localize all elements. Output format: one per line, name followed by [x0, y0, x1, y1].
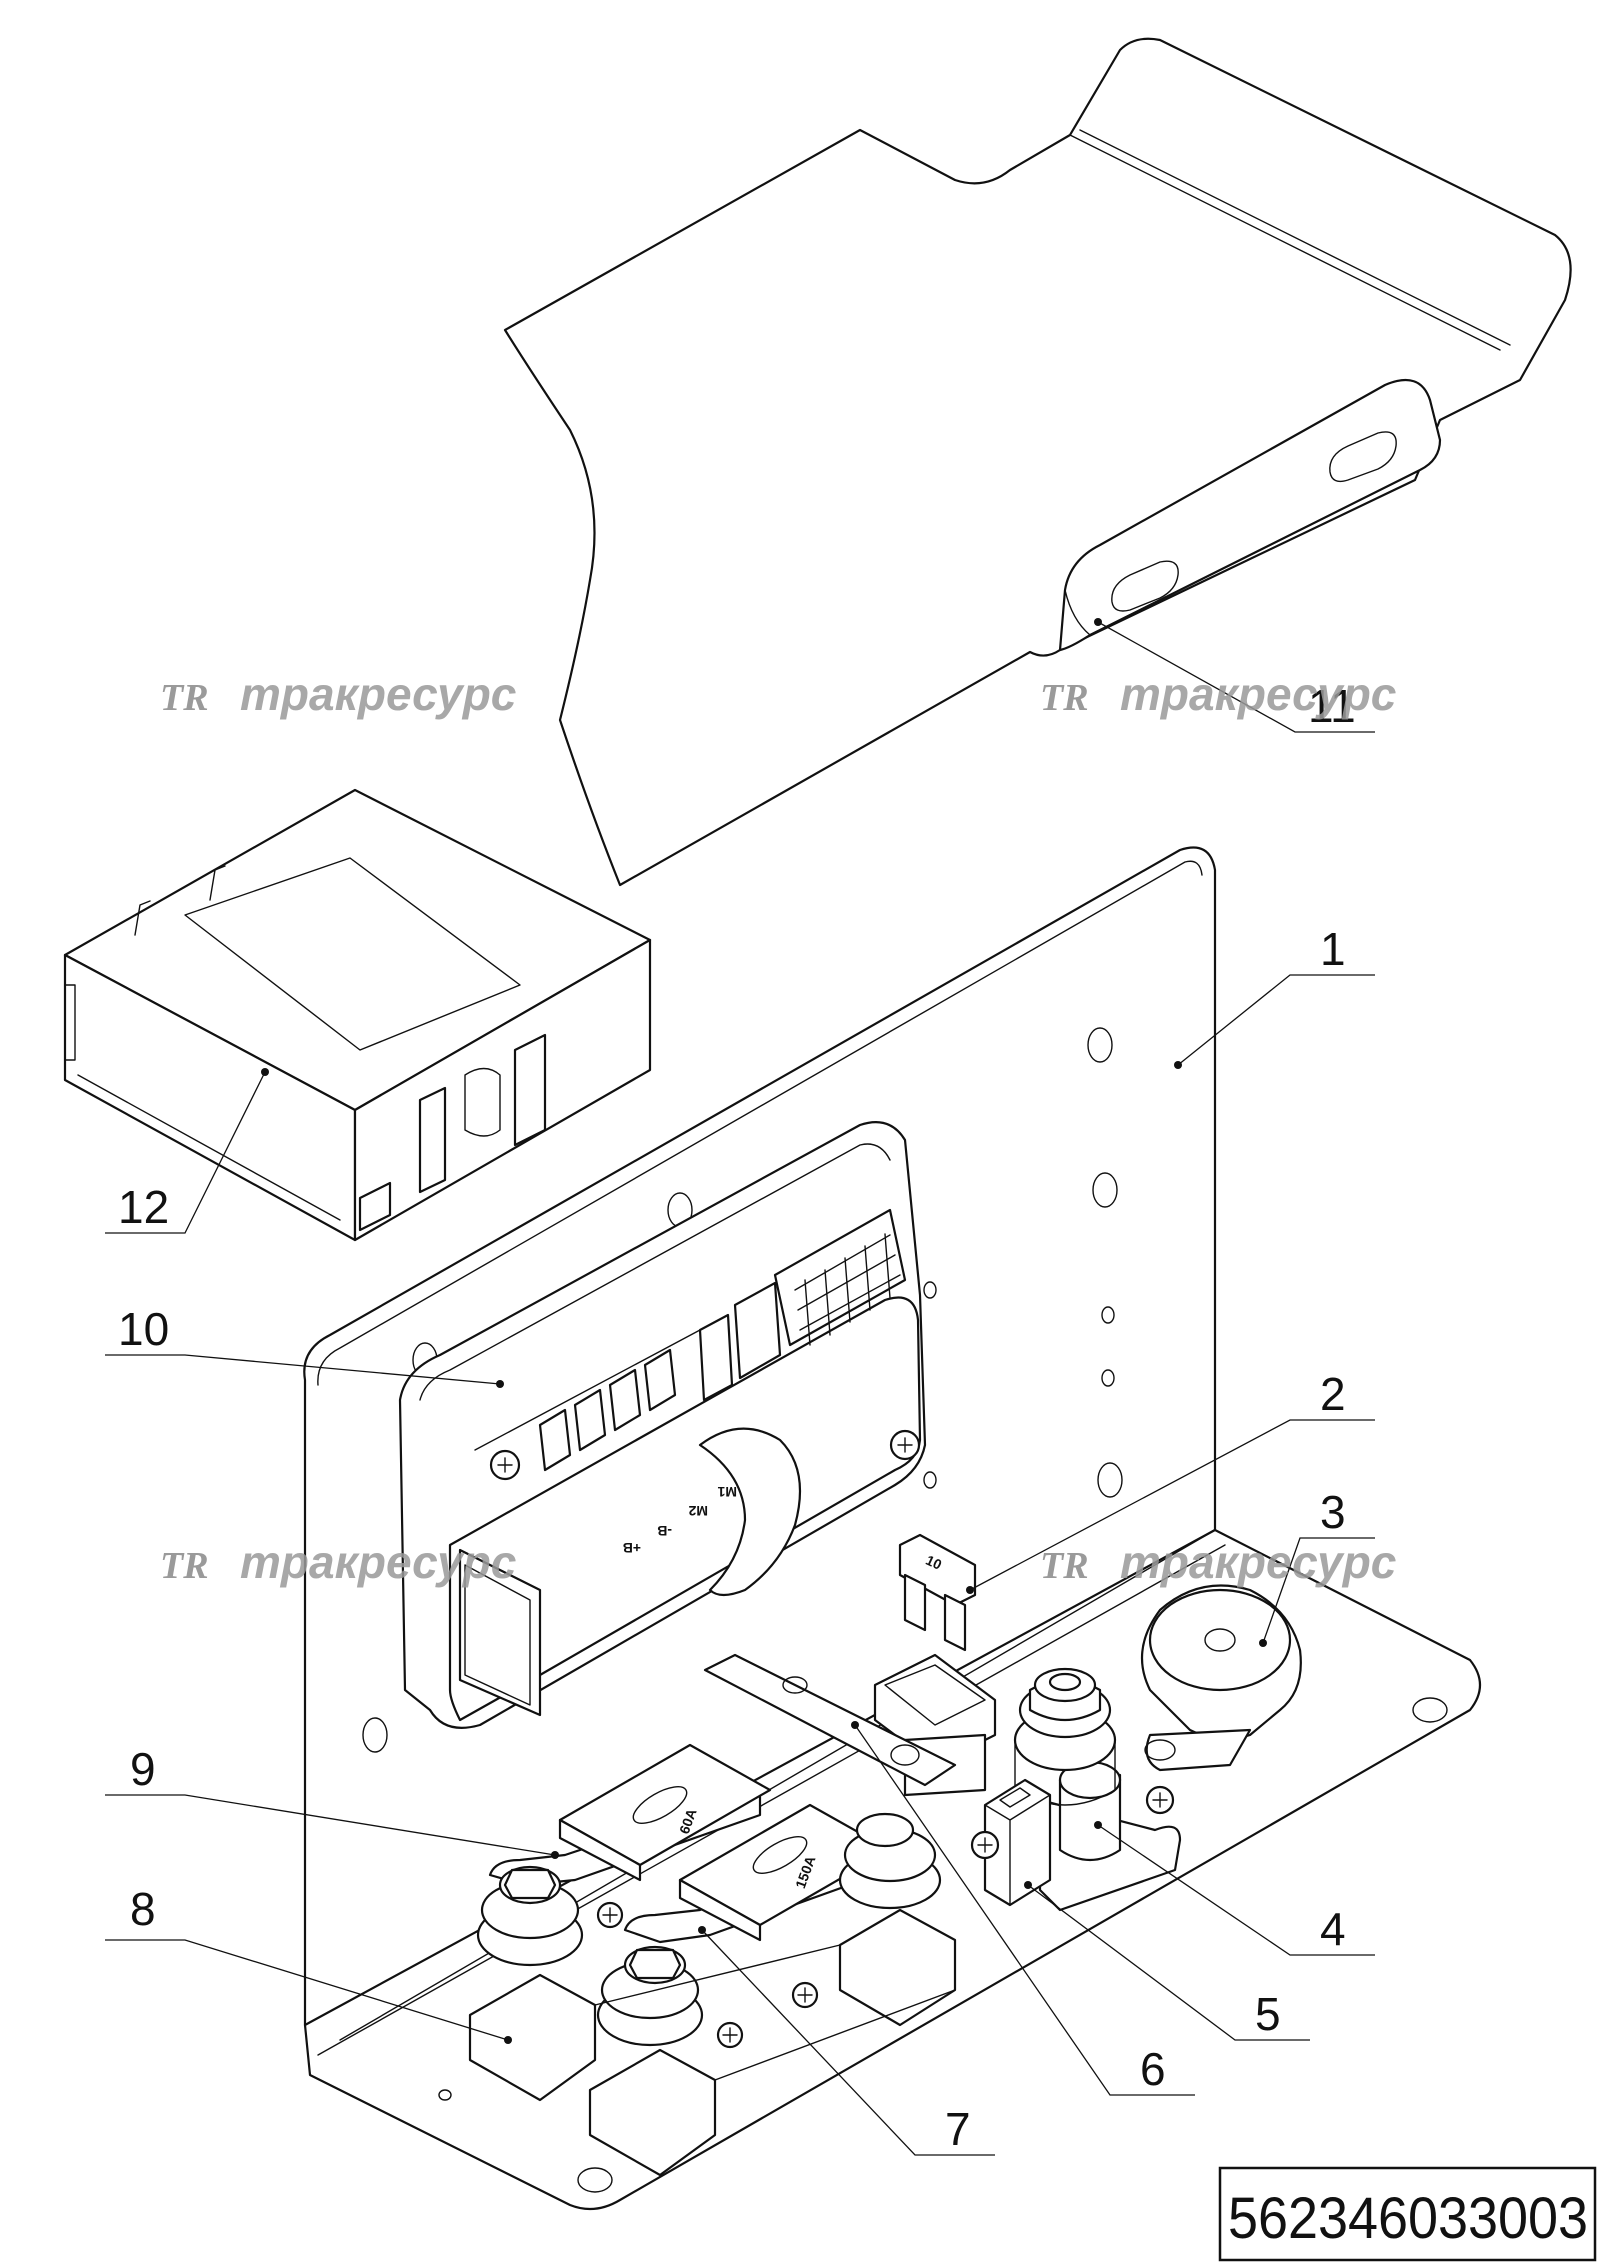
watermark-1: тракресурс — [240, 668, 516, 720]
callout-9: 9 — [130, 1743, 156, 1795]
blade-fuse: 10 — [898, 1533, 977, 1652]
watermark-2: тракресурс — [1120, 668, 1396, 720]
leader-4 — [1097, 1824, 1375, 1956]
svg-text:TR: TR — [160, 677, 209, 719]
leader-11 — [1097, 621, 1375, 733]
terminal-label-m2: M2 — [688, 1503, 708, 1519]
callout-5: 5 — [1255, 1988, 1281, 2040]
fuse-holder-busbar — [703, 1653, 997, 1797]
watermark-4: тракресурс — [1120, 1536, 1396, 1588]
callout-11: 11 — [1308, 680, 1356, 732]
terminal-label-m1: M1 — [717, 1484, 737, 1500]
terminal-posts — [468, 1812, 957, 2177]
callout-4: 4 — [1320, 1903, 1346, 1955]
leader-5 — [1027, 1884, 1310, 2041]
fuse-60a: 60A — [488, 1743, 772, 1887]
cover-plate — [503, 37, 1572, 887]
watermark-logo-1: TR — [160, 677, 209, 719]
watermark-3: тракресурс — [240, 1536, 516, 1588]
watermark-logo-4: TR — [1040, 1545, 1089, 1587]
callout-2: 2 — [1320, 1368, 1346, 1420]
motor-controller: +B -B M2 M1 — [398, 1121, 927, 1729]
fuse-150a: 150A — [623, 1803, 907, 1944]
terminal-block — [970, 1778, 1052, 1907]
buzzer — [1140, 1584, 1302, 1772]
leader-8 — [105, 1939, 509, 2041]
contactor — [1013, 1667, 1182, 1912]
callout-3: 3 — [1320, 1486, 1346, 1538]
terminal-label-b-plus: +B — [623, 1540, 641, 1556]
callout-8: 8 — [130, 1883, 156, 1935]
document-code-box: 562346033003 — [1218, 2166, 1597, 2262]
svg-text:TR: TR — [1040, 677, 1089, 719]
leader-12 — [105, 1071, 266, 1234]
svg-text:TR: TR — [1040, 1545, 1089, 1587]
leader-6 — [854, 1724, 1195, 2096]
leader-7 — [701, 1929, 995, 2156]
document-code: 562346033003 — [1228, 2186, 1588, 2251]
callout-labels: 1 2 3 4 5 6 7 8 9 10 11 12 — [118, 680, 1356, 2155]
leader-10 — [105, 1354, 501, 1385]
leader-2 — [969, 1419, 1375, 1591]
callout-12: 12 — [118, 1181, 169, 1233]
blade-fuse-rating: 10 — [923, 1552, 944, 1573]
callout-7: 7 — [945, 2103, 971, 2155]
callout-6: 6 — [1140, 2043, 1166, 2095]
leader-1 — [1177, 974, 1375, 1066]
watermark-logo-3: TR — [160, 1545, 209, 1587]
leader-lines — [105, 621, 1375, 2156]
terminal-label-b-minus: -B — [657, 1523, 672, 1539]
watermark-logo-2: TR — [1040, 677, 1089, 719]
svg-text:TR: TR — [160, 1545, 209, 1587]
callout-1: 1 — [1320, 923, 1346, 975]
callout-10: 10 — [118, 1303, 169, 1355]
relay-box — [63, 788, 652, 1242]
leader-9 — [105, 1794, 556, 1856]
watermarks: TR тракресурс TR тракресурс TR тракресур… — [160, 668, 1396, 1588]
leader-3 — [1262, 1537, 1375, 1644]
